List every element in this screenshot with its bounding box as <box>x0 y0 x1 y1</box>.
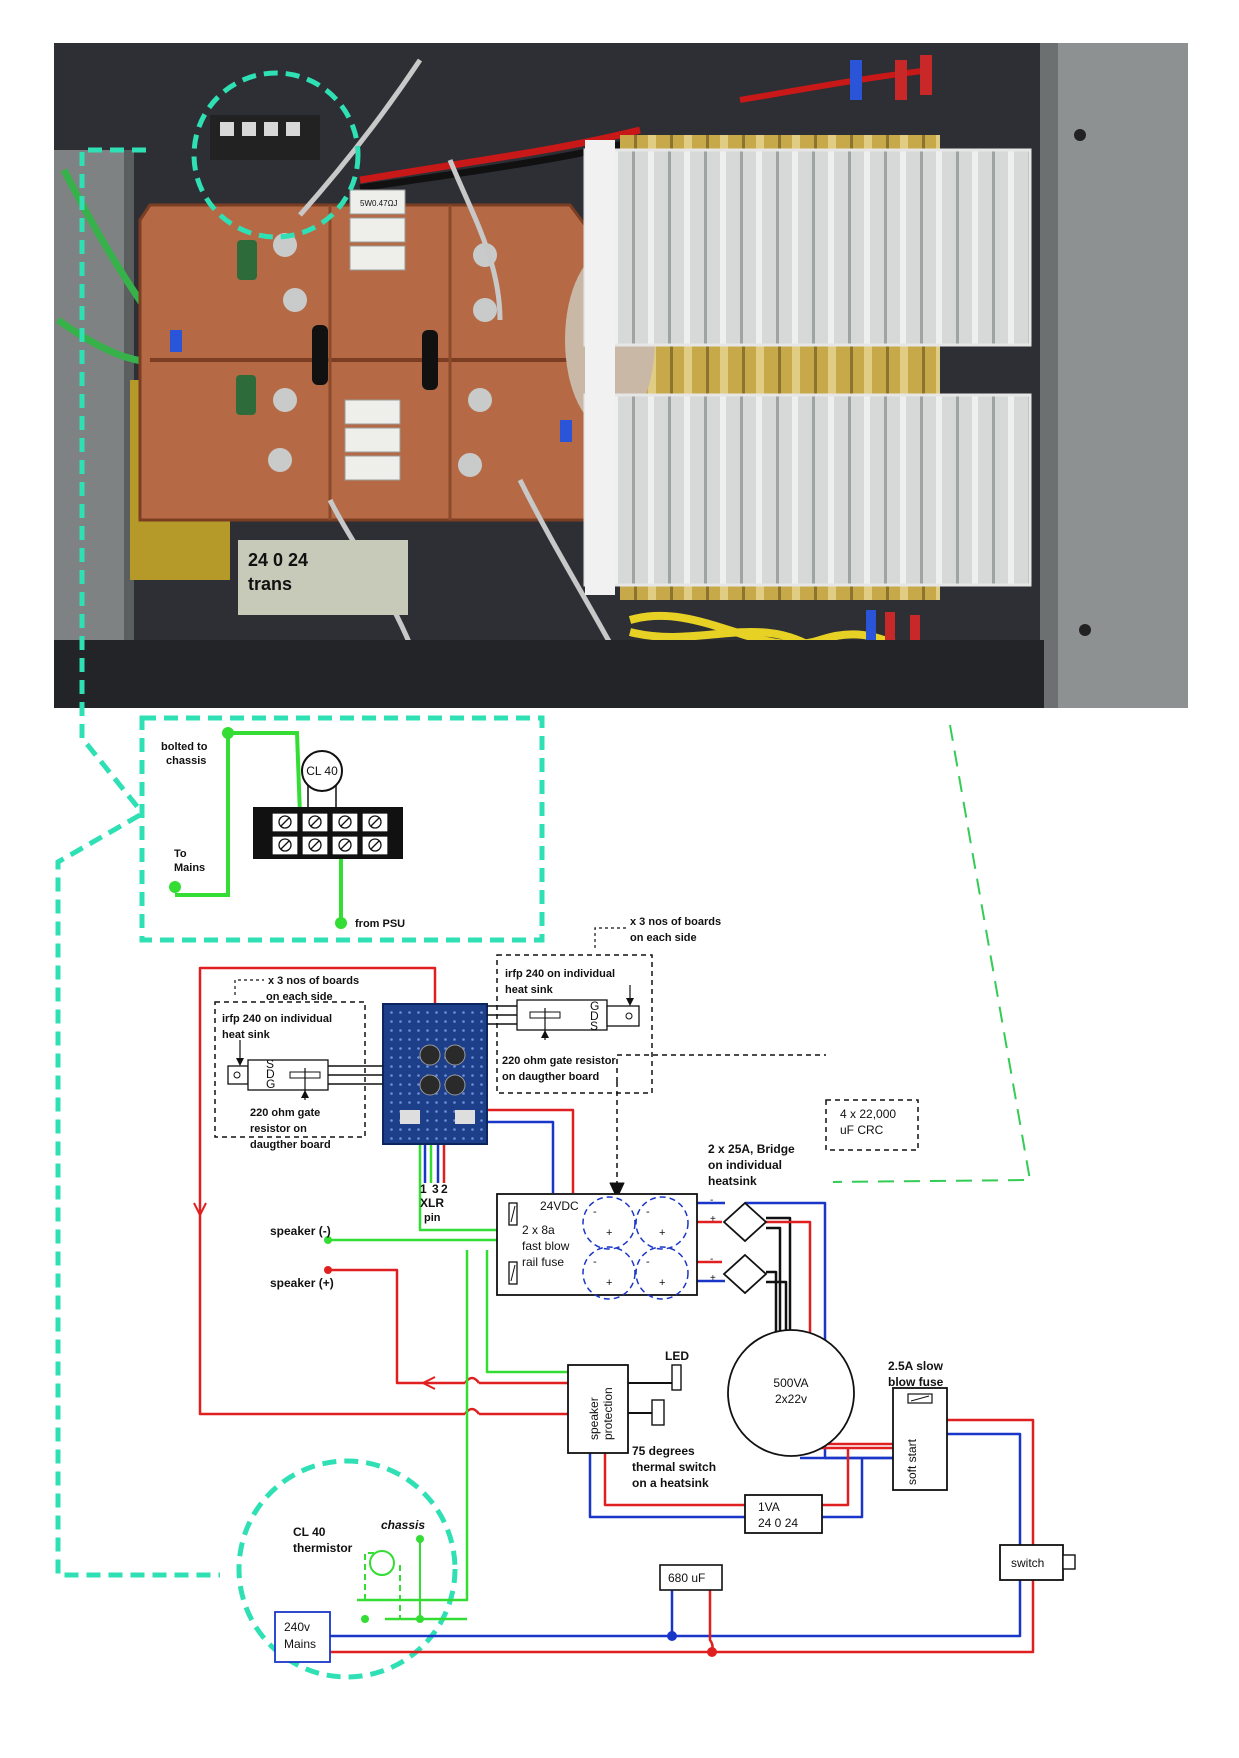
wires <box>193 966 1035 1657</box>
svg-text:+: + <box>659 1277 665 1289</box>
bridge-note: 2 x 25A, Bridge on individual heatsink <box>708 1142 795 1188</box>
svg-text:+: + <box>606 1277 612 1289</box>
mains-thermistor-1: CL 40 <box>293 1525 326 1539</box>
to-mains-label-2: Mains <box>174 862 205 874</box>
bolted-label-2: chassis <box>166 755 206 767</box>
svg-text:+: + <box>710 1273 716 1284</box>
terminal-detail: CL 40 bolted to chassis To Mains from PS… <box>161 727 405 930</box>
toroid-label-2: 2x22v <box>775 1392 807 1406</box>
svg-text:-: - <box>593 1256 597 1268</box>
right-pin-1: G <box>590 999 599 1013</box>
speaker-protection: speaker protection 75 degrees thermal sw… <box>567 1364 716 1490</box>
small-transformer: 1VA 24 0 24 <box>744 1494 823 1534</box>
amplifier-photo: 5W0.47ΩJ 24 0 24 trans <box>54 43 1188 708</box>
transformer-label-line1: 24 0 24 <box>248 550 308 570</box>
xlr-label-2: pin <box>424 1212 441 1224</box>
caps-note-1: 4 x 22,000 <box>840 1107 896 1121</box>
cap-polarity: -+ -+ -+ -+ <box>593 1206 665 1289</box>
bridge-rectifiers: - + - + <box>710 1195 768 1295</box>
psu-fuse-note-2: fast blow <box>522 1239 570 1253</box>
protection-label-1: speaker <box>587 1397 601 1440</box>
slow-fuse-2: blow fuse <box>888 1375 944 1389</box>
mains-label-1: 240v <box>284 1620 310 1634</box>
bridge-note-2: on individual <box>708 1158 782 1172</box>
mains-label-2: Mains <box>284 1637 316 1651</box>
slow-fuse-1: 2.5A slow <box>888 1359 944 1373</box>
right-mosfet-board: G D S x 3 nos of boards on each side irf… <box>487 916 721 1094</box>
small-trans-label-2: 24 0 24 <box>758 1516 798 1530</box>
caps-note-2: uF CRC <box>840 1123 884 1137</box>
transformer-label-line2: trans <box>248 574 292 594</box>
thermal-note-1: 75 degrees <box>632 1444 695 1458</box>
mains-thermistor-2: thermistor <box>293 1541 353 1555</box>
bolted-label-1: bolted to <box>161 741 208 753</box>
soft-start-label: soft start <box>905 1438 919 1485</box>
svg-text:-: - <box>646 1206 650 1218</box>
protection-label-2: protection <box>601 1387 615 1440</box>
xlr-label-1: XLR <box>420 1196 444 1210</box>
psu-fuse-note-3: rail fuse <box>522 1255 564 1269</box>
svg-text:-: - <box>646 1256 650 1268</box>
svg-text:-: - <box>710 1195 713 1206</box>
left-pin-2: D <box>266 1067 275 1081</box>
right-pin-2: D <box>590 1009 599 1023</box>
right-mosfet-note-1: irfp 240 on individual <box>505 968 615 980</box>
switch-label: switch <box>1011 1556 1044 1570</box>
from-psu-label: from PSU <box>355 918 405 930</box>
cap-680: 680 uF <box>659 1564 723 1591</box>
cap-680-label: 680 uF <box>668 1571 705 1585</box>
to-mains-label-1: To <box>174 848 187 860</box>
small-trans-label-1: 1VA <box>758 1500 780 1514</box>
svg-text:+: + <box>606 1227 612 1239</box>
bridge-note-1: 2 x 25A, Bridge <box>708 1142 795 1156</box>
amp-pcb <box>382 1003 488 1145</box>
thermal-note-2: thermal switch <box>632 1460 716 1474</box>
mains-detail: CL 40 thermistor chassis 240v Mains <box>274 1518 425 1663</box>
chassis-label: chassis <box>381 1518 425 1532</box>
psu-board: 24VDC 2 x 8a fast blow rail fuse -+ -+ -… <box>496 1193 698 1300</box>
svg-text:+: + <box>710 1214 716 1225</box>
left-count-note-1: x 3 nos of boards <box>268 975 359 987</box>
toroid-label-1: 500VA <box>773 1376 808 1390</box>
left-mosfet-note-2: heat sink <box>222 1029 271 1041</box>
xlr-pin-3: 3 <box>432 1182 439 1196</box>
mains-switch: switch <box>999 1544 1076 1581</box>
left-resistor-note-2: resistor on <box>250 1123 307 1135</box>
right-resistor-note-2: on daugther board <box>502 1071 599 1083</box>
right-count-note-2: on each side <box>630 932 697 944</box>
caps-note: 4 x 22,000 uF CRC <box>825 1099 919 1151</box>
thermal-note-3: on a heatsink <box>632 1476 709 1490</box>
psu-fuse-note-1: 2 x 8a <box>522 1223 555 1237</box>
left-mosfet-note-1: irfp 240 on individual <box>222 1013 332 1025</box>
right-pin-3: S <box>590 1019 598 1033</box>
right-count-note-1: x 3 nos of boards <box>630 916 721 928</box>
callout-lines <box>55 70 1032 1680</box>
left-resistor-note-3: daugther board <box>250 1139 331 1151</box>
speaker-neg-label: speaker (-) <box>270 1224 331 1238</box>
left-pin-1: S <box>266 1057 274 1071</box>
toroid-transformer: 500VA 2x22v <box>727 1329 855 1457</box>
resistor-marking: 5W0.47ΩJ <box>360 199 398 208</box>
left-count-note-2: on each side <box>266 991 333 1003</box>
right-resistor-note-1: 220 ohm gate resistor <box>502 1055 616 1067</box>
xlr-pin-1: 1 <box>420 1182 427 1196</box>
svg-text:-: - <box>710 1254 713 1265</box>
led-label: LED <box>665 1349 689 1363</box>
svg-text:-: - <box>593 1206 597 1218</box>
speaker-pos-label: speaker (+) <box>270 1276 334 1290</box>
bridge-note-3: heatsink <box>708 1174 757 1188</box>
terminal-thermistor-label: CL 40 <box>306 764 338 778</box>
soft-start: soft start 2.5A slow blow fuse <box>888 1359 948 1491</box>
right-mosfet-note-2: heat sink <box>505 984 554 996</box>
left-mosfet-board: S D G x 3 nos of boards on each side irf… <box>214 975 383 1151</box>
xlr-pin-2: 2 <box>441 1182 448 1196</box>
psu-voltage: 24VDC <box>540 1199 579 1213</box>
left-pin-3: G <box>266 1077 275 1091</box>
left-resistor-note-1: 220 ohm gate <box>250 1107 320 1119</box>
led: LED <box>665 1349 689 1391</box>
svg-text:+: + <box>659 1227 665 1239</box>
xlr-label: 1 3 2 XLR pin <box>420 1182 448 1224</box>
